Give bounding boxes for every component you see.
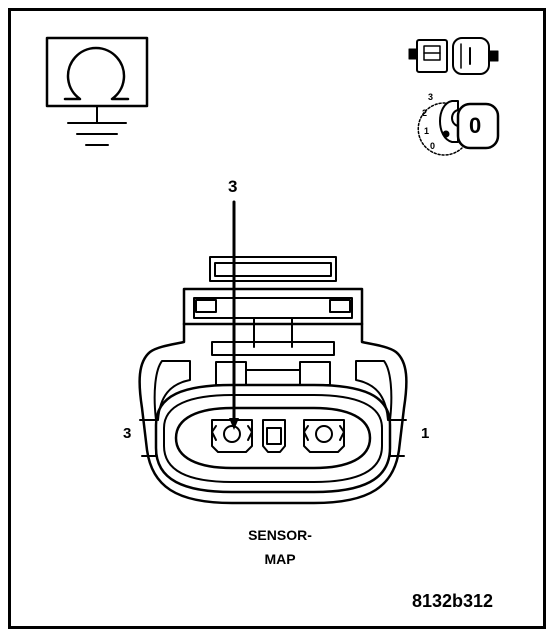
pin-callout-label: 3 [228, 177, 238, 196]
key-position-3: 3 [428, 92, 434, 102]
key-position-1: 1 [424, 126, 430, 136]
connector-housing [138, 256, 408, 505]
key-glyph: 0 [469, 113, 482, 138]
key-position-0: 0 [430, 141, 436, 151]
reference-code: 8132b312 [412, 591, 494, 611]
caption-line-2: MAP [264, 551, 296, 567]
pin-callout-pointer [229, 200, 239, 430]
key-position-2: 2 [422, 108, 428, 118]
pin-left-number: 3 [123, 425, 132, 442]
terminal-cavity-pin-1 [303, 419, 345, 453]
terminal-cavity-pin-2 [262, 419, 286, 453]
caption-line-1: SENSOR- [248, 527, 312, 543]
ohmmeter-ground-icon [45, 36, 149, 146]
connector-disconnected-icon [408, 37, 499, 75]
ignition-key-off-icon [417, 100, 500, 156]
terminal-cavity-pin-3 [211, 419, 253, 453]
pin-right-number: 1 [421, 425, 430, 442]
